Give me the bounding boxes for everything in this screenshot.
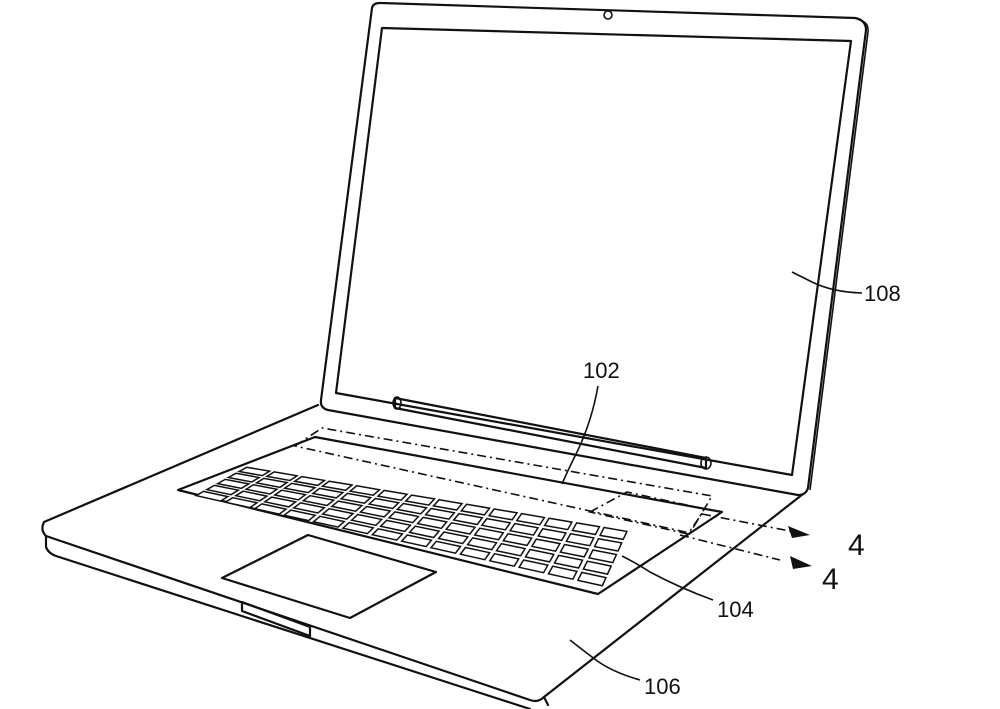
keyboard-key <box>502 532 533 547</box>
display-lid <box>319 1 869 497</box>
keyboard-key <box>282 482 317 494</box>
keyboard-key <box>547 565 579 581</box>
keyboard-key <box>320 480 354 492</box>
keyboard-key <box>480 517 512 531</box>
keyboard-key <box>237 466 272 477</box>
keyboard-key <box>536 527 568 542</box>
keyboard-key <box>404 494 436 506</box>
keyboard-key <box>437 531 470 545</box>
keyboard-key <box>495 542 527 557</box>
keyboard-key <box>429 540 462 555</box>
keyboard-key <box>515 512 546 526</box>
keyboard-key <box>587 549 618 564</box>
keyboard-key <box>194 490 230 502</box>
screen <box>334 26 853 477</box>
keyboard-key <box>517 559 549 574</box>
section-line: 4 4 <box>679 513 865 596</box>
keyboard-key <box>341 521 375 535</box>
keyboard-key <box>576 571 608 587</box>
keyboard-key <box>598 526 628 541</box>
keyboard-key <box>348 485 382 497</box>
keyboard-key <box>350 513 384 527</box>
keyboard-key <box>459 546 491 561</box>
keyboard-key <box>311 487 345 499</box>
keyboard-key <box>473 527 505 541</box>
keyboard-key <box>226 472 262 483</box>
front-notch <box>240 600 312 638</box>
ref-102: 102 <box>583 358 620 383</box>
keyboard-key <box>466 537 498 551</box>
ref-104: 104 <box>717 597 754 622</box>
keyboard-key <box>244 484 279 495</box>
keyboard-key <box>416 516 449 530</box>
camera-icon <box>603 10 613 20</box>
section-label-a: 4 <box>848 529 865 562</box>
reference-numerals: 102 104 106 108 <box>561 271 901 699</box>
keyboard-key <box>530 538 562 553</box>
keyboard-key <box>376 489 409 502</box>
keyboard-well <box>176 435 724 596</box>
keyboard-key <box>223 496 259 509</box>
keyboard-key <box>571 522 601 536</box>
keyboard-key <box>370 527 404 541</box>
keyboard-key <box>582 560 613 575</box>
keyboard-key <box>262 496 298 508</box>
keyboard-key <box>524 548 555 563</box>
trackpad <box>220 533 438 620</box>
keyboard-key <box>387 511 420 524</box>
keyboard-key <box>424 507 456 520</box>
keyboard-key <box>553 554 584 569</box>
keyboard-key <box>321 507 355 520</box>
keyboard-key <box>272 489 308 501</box>
keyboard-key <box>487 508 519 521</box>
section-label-b: 4 <box>822 563 839 596</box>
keyboard-key <box>339 492 373 505</box>
keyboard-key <box>593 537 623 552</box>
keyboard-key <box>292 502 326 514</box>
keyboard-key <box>264 471 299 482</box>
keyboard-key <box>395 502 428 515</box>
keyboard-key <box>452 512 484 526</box>
keyboard-key <box>358 505 392 518</box>
keyboard-key <box>432 498 464 511</box>
hinge <box>392 396 712 470</box>
keyboard-key <box>543 517 574 531</box>
keyboard-key <box>379 519 412 533</box>
keyboard-key <box>330 500 364 513</box>
keyboard-key <box>233 490 269 502</box>
base <box>41 403 805 709</box>
keyboard-key <box>408 525 441 539</box>
keyboard <box>176 427 724 596</box>
keyboard-key <box>559 543 590 558</box>
keyboard-key <box>282 509 317 522</box>
keyboard-key <box>252 503 288 515</box>
ref-108: 108 <box>864 281 901 306</box>
keyboard-key <box>400 534 433 548</box>
keyboard-key <box>565 532 595 547</box>
keyboard-key <box>311 515 346 528</box>
keyboard-key <box>459 503 491 516</box>
keyboard-key <box>367 497 401 510</box>
keyboard-key <box>215 478 251 490</box>
keyboard-key <box>508 522 540 536</box>
ref-106: 106 <box>644 674 681 699</box>
keyboard-key <box>488 552 520 568</box>
keyboard-boundary-dashed <box>292 427 714 534</box>
keyboard-key <box>254 477 289 489</box>
keyboard-key <box>292 475 327 487</box>
keyboard-key <box>204 484 241 496</box>
keyboard-key <box>444 521 477 535</box>
key-region-dashed <box>587 491 707 535</box>
keyboard-key <box>301 494 336 507</box>
keys <box>194 466 628 587</box>
